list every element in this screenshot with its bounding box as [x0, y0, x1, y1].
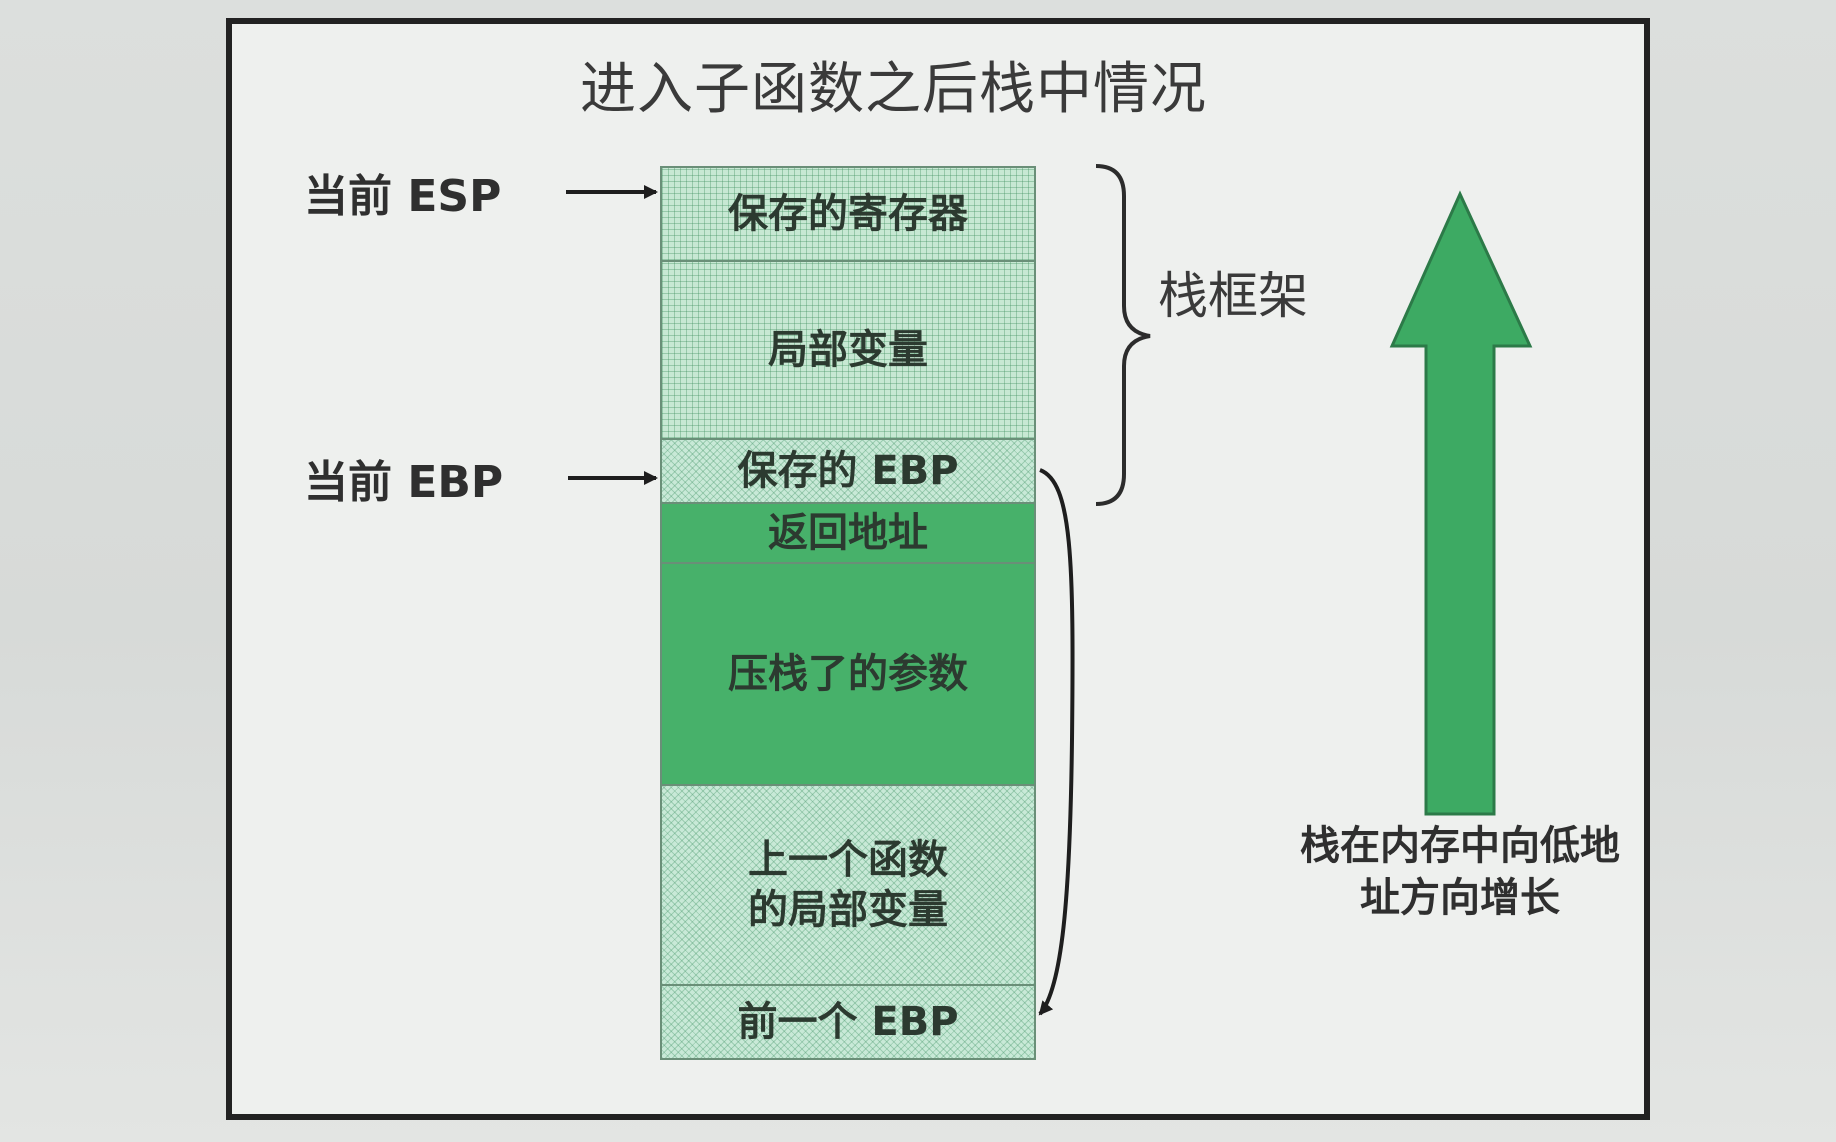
- stack-frame-label: 栈框架: [1158, 267, 1308, 325]
- stack-cell-saved-ebp: 保存的 EBP: [662, 440, 1034, 504]
- growth-arrow: [1389, 190, 1533, 816]
- stack-cell-previous-ebp: 前一个 EBP: [662, 986, 1034, 1058]
- esp-label: 当前 ESP: [304, 171, 502, 222]
- stack-cell-pushed-arguments: 压栈了的参数: [662, 564, 1034, 786]
- stack-cell-return-address: 返回地址: [662, 504, 1034, 564]
- stack-column: 保存的寄存器 局部变量 保存的 EBP 返回地址 压栈了的参数 上一个函数 的局…: [660, 166, 1036, 1060]
- stack-cell-local-variables: 局部变量: [662, 262, 1034, 440]
- diagram-title: 进入子函数之后栈中情况: [580, 57, 1207, 122]
- ebp-link-arrow: [1038, 468, 1075, 1016]
- stack-growth-label: 栈在内存中向低地址方向增长: [1300, 823, 1620, 921]
- stack-cell-saved-registers: 保存的寄存器: [662, 168, 1034, 262]
- stack-cell-previous-locals: 上一个函数 的局部变量: [662, 786, 1034, 986]
- ebp-label: 当前 EBP: [304, 457, 504, 508]
- stack-frame-brace: [1095, 164, 1151, 506]
